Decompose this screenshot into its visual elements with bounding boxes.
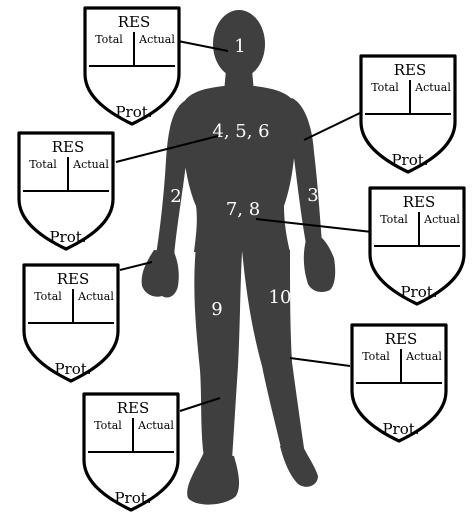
leader-line-7-8 <box>255 218 373 233</box>
shield-res-label: RES <box>403 193 436 211</box>
shield-torso: RES Total Actual Prot. <box>17 131 115 251</box>
left-arm-shape <box>156 100 198 257</box>
leader-line-9 <box>179 397 221 412</box>
region-label-3: 3 <box>307 185 318 206</box>
shield-right-arm: RES Total Actual Prot. <box>359 54 457 174</box>
right-leg-shape <box>242 250 304 452</box>
leader-lines <box>115 40 373 412</box>
shield-head: RES Total Actual Prot. <box>83 6 181 126</box>
shield-prot-label: Prot. <box>391 151 428 169</box>
leader-line-10 <box>289 357 351 367</box>
shield-actual-label: Actual <box>414 81 451 94</box>
shield-res-label: RES <box>385 330 418 348</box>
region-label-4-5-6: 4, 5, 6 <box>212 121 269 142</box>
region-label-9: 9 <box>211 299 222 320</box>
left-foot-shape <box>187 452 240 505</box>
shield-res-label: RES <box>394 61 427 79</box>
shield-left-arm: RES Total Actual Prot. <box>22 263 120 383</box>
right-hand-shape <box>303 238 336 292</box>
region-label-7-8: 7, 8 <box>226 199 260 220</box>
left-hand-shape <box>141 250 179 298</box>
shield-actual-label: Actual <box>72 158 109 171</box>
region-label-2: 2 <box>170 186 181 207</box>
shield-left-leg: RES Total Actual Prot. <box>82 392 180 512</box>
shield-actual-label: Actual <box>405 350 442 363</box>
shield-prot-label: Prot. <box>49 228 86 246</box>
region-label-1: 1 <box>234 36 245 57</box>
shield-actual-label: Actual <box>77 290 114 303</box>
torso-shape <box>182 86 296 252</box>
shield-total-label: Total <box>94 419 122 432</box>
right-foot-shape <box>280 444 318 487</box>
shield-total-label: Total <box>34 290 62 303</box>
shield-actual-label: Actual <box>137 419 174 432</box>
right-arm-shape <box>282 98 322 244</box>
shield-total-label: Total <box>362 350 390 363</box>
shield-res-label: RES <box>52 138 85 156</box>
shield-total-label: Total <box>95 33 123 46</box>
shield-res-label: RES <box>117 399 150 417</box>
shield-prot-label: Prot. <box>115 103 152 121</box>
left-leg-shape <box>194 246 242 460</box>
region-labels: 1 2 3 4, 5, 6 7, 8 9 10 <box>170 36 318 320</box>
leader-line-4-5-6 <box>115 135 219 163</box>
shield-right-leg: RES Total Actual Prot. <box>350 323 448 443</box>
shield-prot-label: Prot. <box>382 420 419 438</box>
shield-res-label: RES <box>118 13 151 31</box>
shield-prot-label: Prot. <box>400 283 437 301</box>
shield-total-label: Total <box>371 81 399 94</box>
leader-line-2 <box>119 261 153 271</box>
leader-line-1 <box>177 40 229 52</box>
leader-line-3 <box>303 112 361 141</box>
shield-total-label: Total <box>29 158 57 171</box>
body-silhouette <box>141 10 336 505</box>
shield-res-label: RES <box>57 270 90 288</box>
region-label-10: 10 <box>269 287 292 308</box>
shield-prot-label: Prot. <box>54 360 91 378</box>
head-shape <box>213 10 265 78</box>
shield-actual-label: Actual <box>423 213 460 226</box>
shield-actual-label: Actual <box>138 33 175 46</box>
shield-abdomen: RES Total Actual Prot. <box>368 186 466 306</box>
shield-total-label: Total <box>380 213 408 226</box>
shield-prot-label: Prot. <box>114 489 151 507</box>
